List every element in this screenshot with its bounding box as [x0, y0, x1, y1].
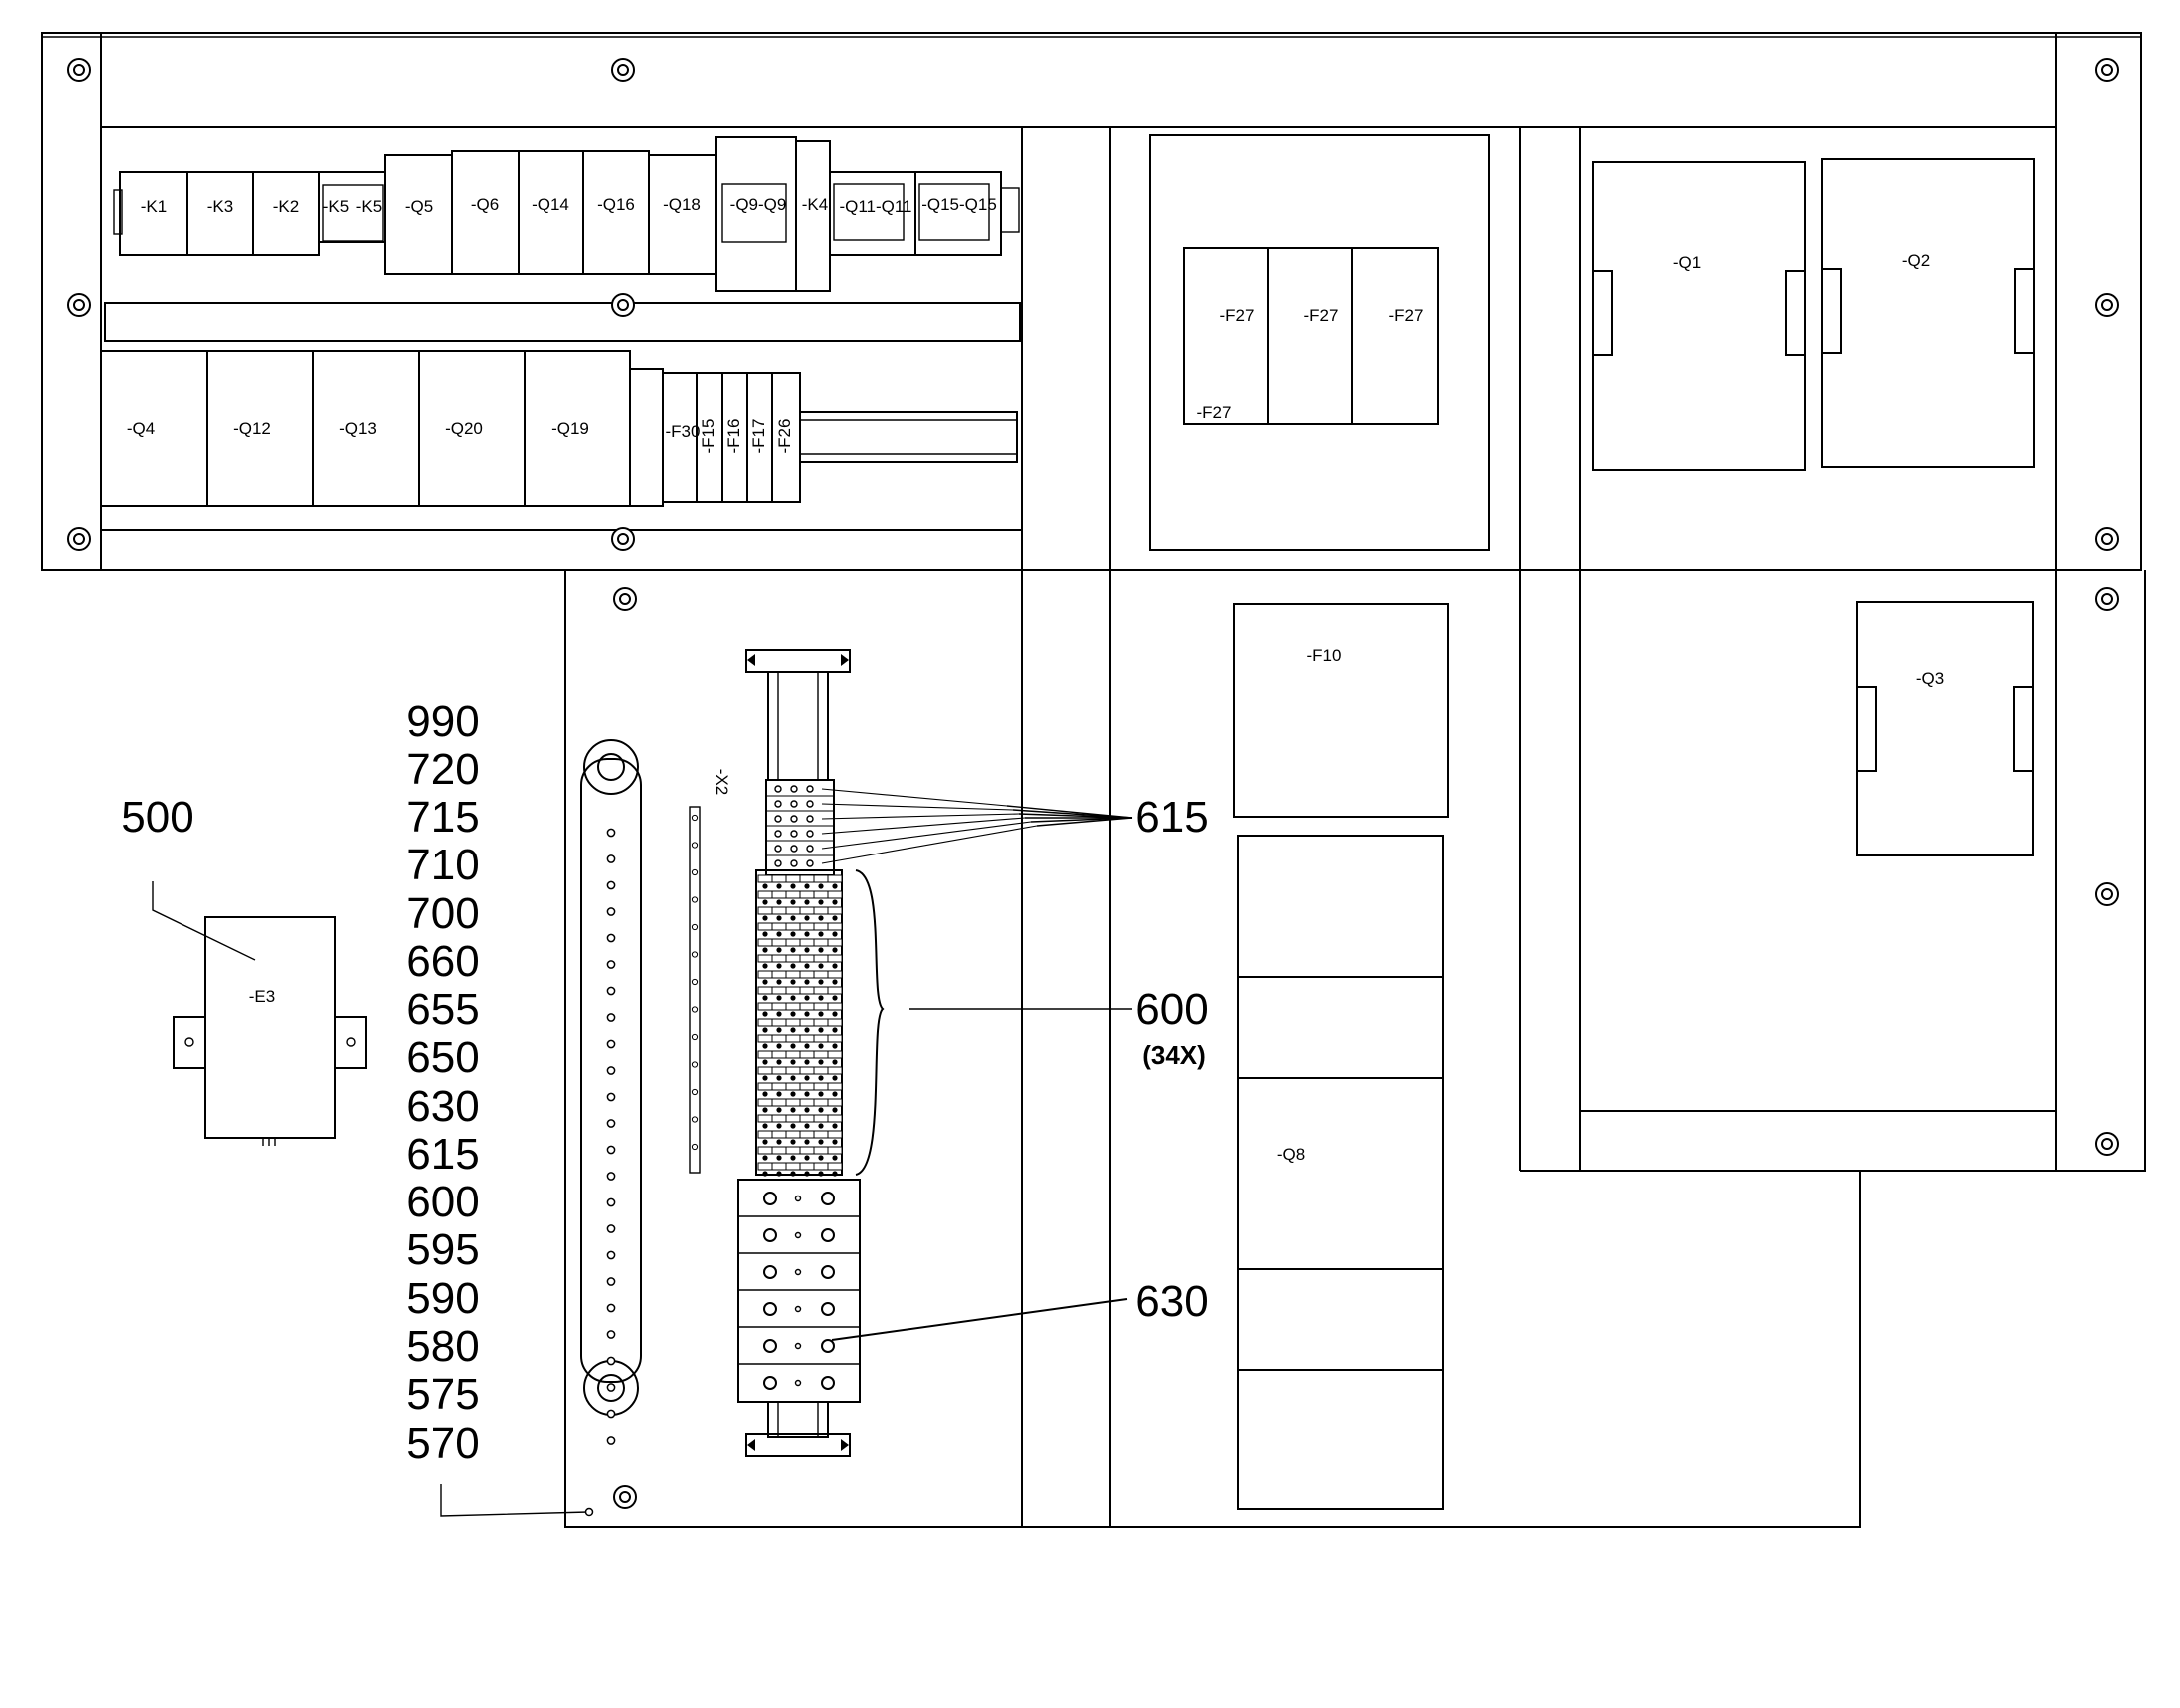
label-f10: -F10 — [1307, 646, 1342, 665]
middle-rail-devices — [100, 350, 1018, 507]
label-q11: -Q11-Q11 — [839, 197, 911, 216]
label-f16: -F16 — [724, 419, 743, 454]
label-q15: -Q15-Q15 — [921, 195, 997, 214]
label-q8: -Q8 — [1277, 1145, 1305, 1164]
label-k5a: -K5 — [323, 197, 349, 216]
label-q16: -Q16 — [597, 195, 635, 214]
label-q14: -Q14 — [532, 195, 569, 214]
switch-q3: -Q3 — [1856, 601, 2034, 856]
label-q20: -Q20 — [445, 419, 483, 438]
ref-655: 655 — [406, 985, 479, 1034]
ref-710: 710 — [406, 841, 479, 889]
label-k5b: -K5 — [356, 197, 382, 216]
ref-630: 630 — [406, 1082, 479, 1131]
label-x2: -X2 — [712, 769, 731, 795]
reference-number-list: 990 720 715 710 700 660 655 650 630 615 … — [406, 697, 479, 1468]
label-q9: -Q9-Q9 — [730, 195, 787, 214]
label-f17: -F17 — [749, 419, 768, 454]
label-q12: -Q12 — [233, 419, 271, 438]
label-e3: -E3 — [249, 987, 275, 1006]
ref-570: 570 — [406, 1419, 479, 1468]
label-f30: -F30 — [666, 422, 701, 441]
leader-lines — [152, 788, 1133, 1517]
label-f26: -F26 — [775, 419, 794, 454]
ref-660: 660 — [406, 937, 479, 986]
x2-terminal-strip: -X2 — [689, 769, 731, 1174]
label-q18: -Q18 — [663, 195, 701, 214]
label-f27c: -F27 — [1389, 306, 1424, 325]
label-q13: -Q13 — [339, 419, 377, 438]
label-k3: -K3 — [207, 197, 233, 216]
ref-715: 715 — [406, 793, 479, 842]
ref-580: 580 — [406, 1322, 479, 1371]
label-q19: -Q19 — [551, 419, 589, 438]
ref-720: 720 — [406, 745, 479, 794]
label-q3: -Q3 — [1916, 669, 1944, 688]
label-f27d: -F27 — [1197, 403, 1232, 422]
ref-650: 650 — [406, 1033, 479, 1082]
ground-bar — [580, 739, 642, 1445]
label-f15: -F15 — [699, 419, 718, 454]
callout-500: 500 — [121, 793, 193, 842]
top-rail-labels: -K1 -K3 -K2 -K5 -K5 -Q5 -Q6 -Q14 -Q16 -Q… — [141, 195, 997, 216]
ref-700: 700 — [406, 889, 479, 938]
mounting-screws — [67, 58, 2119, 1509]
ref-600: 600 — [406, 1178, 479, 1226]
lower-enclosure — [564, 570, 2146, 1528]
callout-600-quantity: (34X) — [1142, 1040, 1206, 1070]
label-q6: -Q6 — [471, 195, 499, 214]
label-k1: -K1 — [141, 197, 167, 216]
label-q2: -Q2 — [1902, 251, 1930, 270]
label-q4: -Q4 — [127, 419, 155, 438]
callout-615: 615 — [1135, 793, 1208, 842]
callout-numbers: 500 615 600 (34X) 630 — [121, 793, 1208, 1326]
ref-595: 595 — [406, 1225, 479, 1274]
label-q5: -Q5 — [405, 197, 433, 216]
label-k2: -K2 — [273, 197, 299, 216]
label-f27b: -F27 — [1304, 306, 1339, 325]
label-q1: -Q1 — [1673, 253, 1701, 272]
ref-615: 615 — [406, 1130, 479, 1179]
ref-990: 990 — [406, 697, 479, 746]
label-f27a: -F27 — [1220, 306, 1255, 325]
middle-rail-labels: -Q4 -Q12 -Q13 -Q20 -Q19 -F30 -F15 -F16 -… — [127, 419, 794, 454]
f27-fuse-panel: -F27 -F27 -F27 -F27 — [1149, 134, 1490, 551]
main-switches-q1-q2: -Q1 -Q2 — [1592, 158, 2035, 471]
callout-630: 630 — [1135, 1277, 1208, 1326]
label-k4: -K4 — [802, 195, 828, 214]
f10-q8-column: -F10 -Q8 — [1233, 603, 1449, 1510]
terminal-block-assembly — [737, 649, 861, 1457]
ref-590: 590 — [406, 1274, 479, 1323]
top-rail-devices — [113, 136, 1020, 292]
ref-575: 575 — [406, 1370, 479, 1419]
callout-600: 600 — [1135, 985, 1208, 1034]
heater-e3: -E3 — [173, 916, 367, 1146]
upper-enclosure — [41, 32, 2142, 571]
